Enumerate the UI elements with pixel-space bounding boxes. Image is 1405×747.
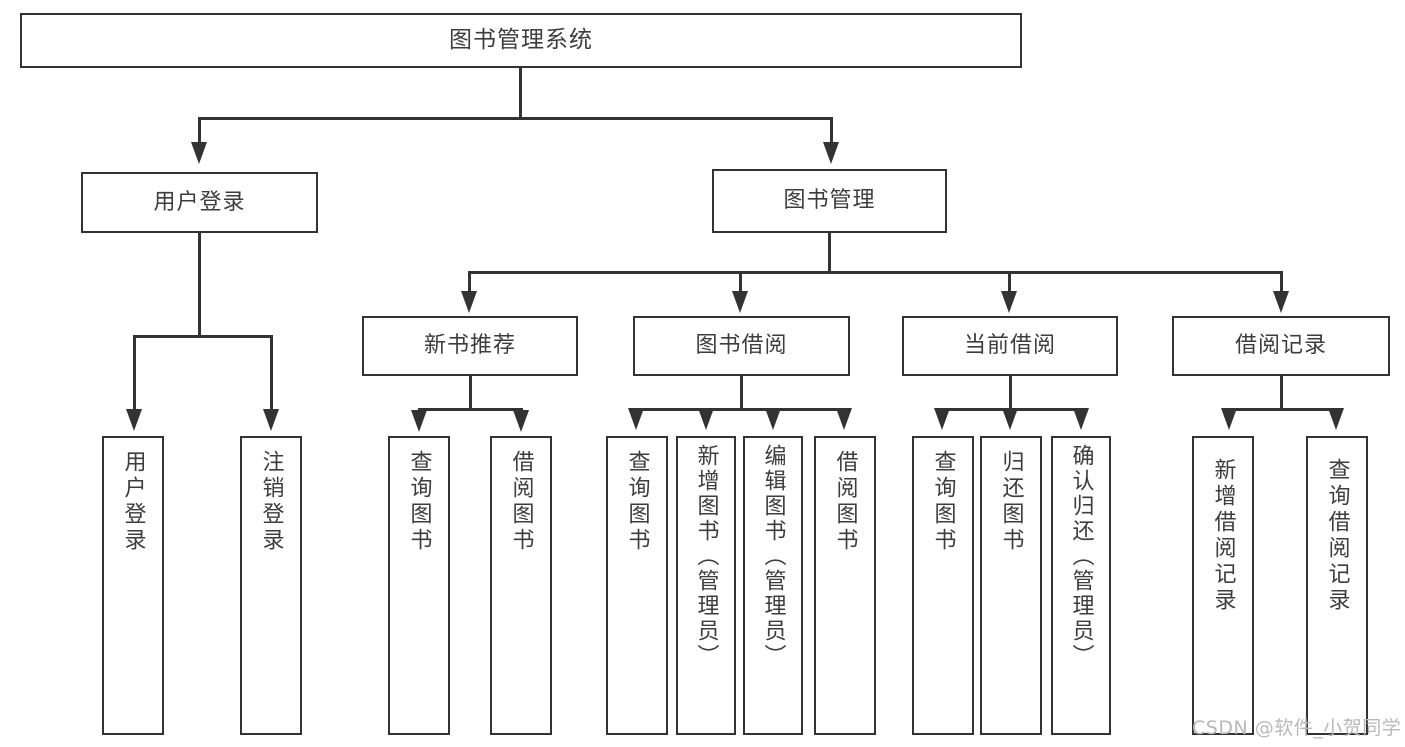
node-current-borrow-label: 当前借阅: [963, 333, 1056, 359]
arrow-to-leaf-cb-query: [934, 408, 950, 430]
arrow-to-book-management: [823, 142, 839, 164]
node-borrow-record-label: 借阅记录: [1234, 333, 1327, 359]
arrow-to-leaf-bb-add: [698, 408, 714, 430]
connector-nbr-drop-2: [520, 408, 523, 411]
node-user-login-label: 用户登录: [153, 189, 246, 215]
connector-nbr-bar: [418, 408, 523, 411]
leaf-bb-edit-book-label: 编辑图书（管理员）: [760, 444, 786, 669]
leaf-br-add-record-label: 新增借阅记录: [1210, 458, 1236, 614]
node-book-borrow[interactable]: 图书借阅: [633, 316, 850, 376]
node-new-book-recommend-label: 新书推荐: [423, 333, 516, 359]
leaf-nbr-borrow-book[interactable]: 借阅图书: [490, 436, 552, 735]
arrow-to-leaf-cb-return: [1002, 408, 1018, 430]
arrow-to-leaf-bb-edit: [765, 408, 781, 430]
leaf-user-login-label: 用户登录: [120, 450, 146, 554]
connector-br-stem: [1280, 376, 1283, 408]
node-book-management-label: 图书管理: [783, 188, 876, 214]
leaf-cb-query-book[interactable]: 查询图书: [912, 436, 974, 735]
arrow-to-leaf-br-query: [1328, 408, 1344, 430]
connector-level3-bar: [468, 271, 1282, 274]
leaf-bb-add-book[interactable]: 新增图书（管理员）: [676, 436, 736, 735]
node-book-borrow-label: 图书借阅: [695, 333, 788, 359]
connector-level3-drop-4: [1280, 271, 1283, 291]
leaf-cb-return-book[interactable]: 归还图书: [980, 436, 1042, 735]
connector-book-management-stem: [828, 233, 831, 271]
leaf-cb-query-book-label: 查询图书: [930, 450, 956, 554]
node-root-label: 图书管理系统: [449, 27, 593, 54]
leaf-bb-borrow-book[interactable]: 借阅图书: [814, 436, 876, 735]
connector-br-bar: [1228, 408, 1335, 411]
leaf-bb-query-book[interactable]: 查询图书: [606, 436, 668, 735]
arrow-to-book-borrow: [732, 291, 748, 313]
leaf-br-query-record[interactable]: 查询借阅记录: [1306, 436, 1368, 735]
connector-level1-right-drop: [830, 117, 833, 142]
arrow-to-new-book-recommend: [461, 291, 477, 313]
node-book-management[interactable]: 图书管理: [712, 169, 947, 233]
arrow-to-user-login: [191, 142, 207, 164]
leaf-nbr-borrow-book-label: 借阅图书: [508, 450, 534, 554]
arrow-to-leaf-nbr-query: [411, 410, 427, 432]
connector-level3-drop-3: [1008, 271, 1011, 291]
connector-user-login-left-drop: [133, 335, 136, 409]
leaf-user-login[interactable]: 用户登录: [102, 436, 164, 735]
connector-nbr-drop-1: [418, 408, 421, 411]
leaf-bb-add-book-label: 新增图书（管理员）: [693, 444, 719, 669]
node-borrow-record[interactable]: 借阅记录: [1172, 316, 1390, 376]
watermark: CSDN @软件_小贺同学: [1192, 717, 1402, 739]
leaf-bb-edit-book[interactable]: 编辑图书（管理员）: [743, 436, 803, 735]
connector-nbr-stem: [469, 376, 472, 408]
arrow-to-leaf-logout: [263, 409, 279, 431]
arrow-to-leaf-bb-query: [628, 408, 644, 430]
connector-user-login-right-drop: [270, 335, 273, 409]
node-root[interactable]: 图书管理系统: [20, 13, 1022, 68]
leaf-cb-return-book-label: 归还图书: [998, 450, 1024, 554]
arrow-to-borrow-record: [1273, 291, 1289, 313]
leaf-bb-borrow-book-label: 借阅图书: [832, 450, 858, 554]
arrow-to-leaf-cb-confirm: [1073, 408, 1089, 430]
node-user-login[interactable]: 用户登录: [81, 172, 318, 233]
leaf-bb-query-book-label: 查询图书: [624, 450, 650, 554]
connector-cb-stem: [1009, 376, 1012, 408]
connector-level1-left-drop: [198, 117, 201, 142]
leaf-cb-confirm-return[interactable]: 确认归还（管理员）: [1051, 436, 1111, 735]
connector-user-login-bar: [133, 335, 273, 338]
arrow-to-leaf-bb-borrow: [836, 408, 852, 430]
connector-level3-drop-1: [468, 271, 471, 291]
leaf-br-add-record[interactable]: 新增借阅记录: [1192, 436, 1254, 735]
arrow-to-current-borrow: [1001, 291, 1017, 313]
node-current-borrow[interactable]: 当前借阅: [902, 316, 1118, 376]
connector-user-login-stem: [198, 233, 201, 335]
leaf-nbr-query-book-label: 查询图书: [406, 450, 432, 554]
connector-root-stem: [519, 68, 522, 117]
arrow-to-leaf-user-login: [126, 409, 142, 431]
connector-level1-bar: [198, 117, 832, 120]
connector-bb-bar: [635, 408, 843, 411]
leaf-br-query-record-label: 查询借阅记录: [1324, 458, 1350, 614]
leaf-nbr-query-book[interactable]: 查询图书: [388, 436, 450, 735]
leaf-logout[interactable]: 注销登录: [240, 436, 302, 735]
connector-bb-stem: [740, 376, 743, 408]
leaf-logout-label: 注销登录: [258, 450, 284, 554]
connector-level3-drop-2: [739, 271, 742, 291]
node-new-book-recommend[interactable]: 新书推荐: [362, 316, 578, 376]
leaf-cb-confirm-return-label: 确认归还（管理员）: [1068, 444, 1094, 669]
arrow-to-leaf-nbr-borrow: [513, 410, 529, 432]
arrow-to-leaf-br-add: [1221, 408, 1237, 430]
